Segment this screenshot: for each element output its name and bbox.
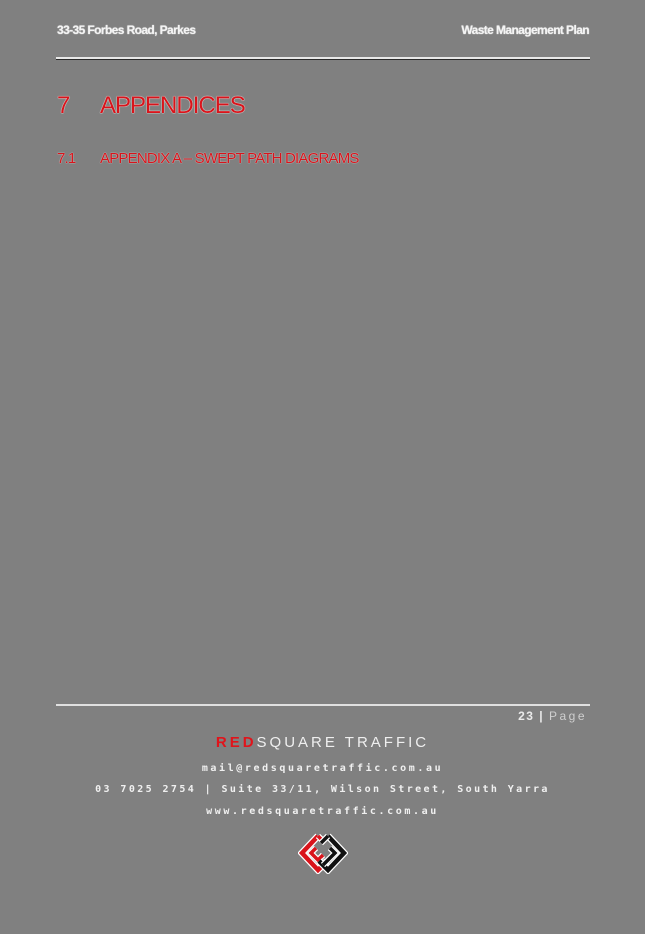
- page-word: Page: [548, 709, 587, 723]
- brand-rest: SQUARE TRAFFIC: [256, 734, 430, 751]
- page-separator: |: [539, 709, 545, 723]
- header-divider: [56, 57, 590, 60]
- header-document-title: Waste Management Plan: [461, 23, 589, 37]
- footer-divider: [56, 704, 590, 706]
- footer-website: www.redsquaretraffic.com.au: [206, 806, 439, 817]
- header-document-address: 33-35 Forbes Road, Parkes: [57, 23, 196, 37]
- company-logo-icon: [297, 832, 349, 876]
- subsection-heading: 7.1 APPENDIX A – SWEPT PATH DIAGRAMS: [57, 150, 359, 167]
- company-brand: REDSQUARE TRAFFIC: [0, 734, 645, 751]
- subsection-title: APPENDIX A – SWEPT PATH DIAGRAMS: [100, 150, 359, 167]
- page-number-value: 23: [518, 709, 535, 723]
- footer-address: 03 7025 2754 | Suite 33/11, Wilson Stree…: [95, 784, 550, 795]
- brand-red: RED: [215, 734, 257, 751]
- section-heading: 7 APPENDICES: [57, 92, 246, 120]
- footer-email: mail@redsquaretraffic.com.au: [201, 763, 444, 774]
- section-title: APPENDICES: [100, 92, 246, 119]
- subsection-number: 7.1: [57, 150, 76, 167]
- page-number: 23 | Page: [518, 709, 587, 723]
- section-number: 7: [57, 92, 70, 119]
